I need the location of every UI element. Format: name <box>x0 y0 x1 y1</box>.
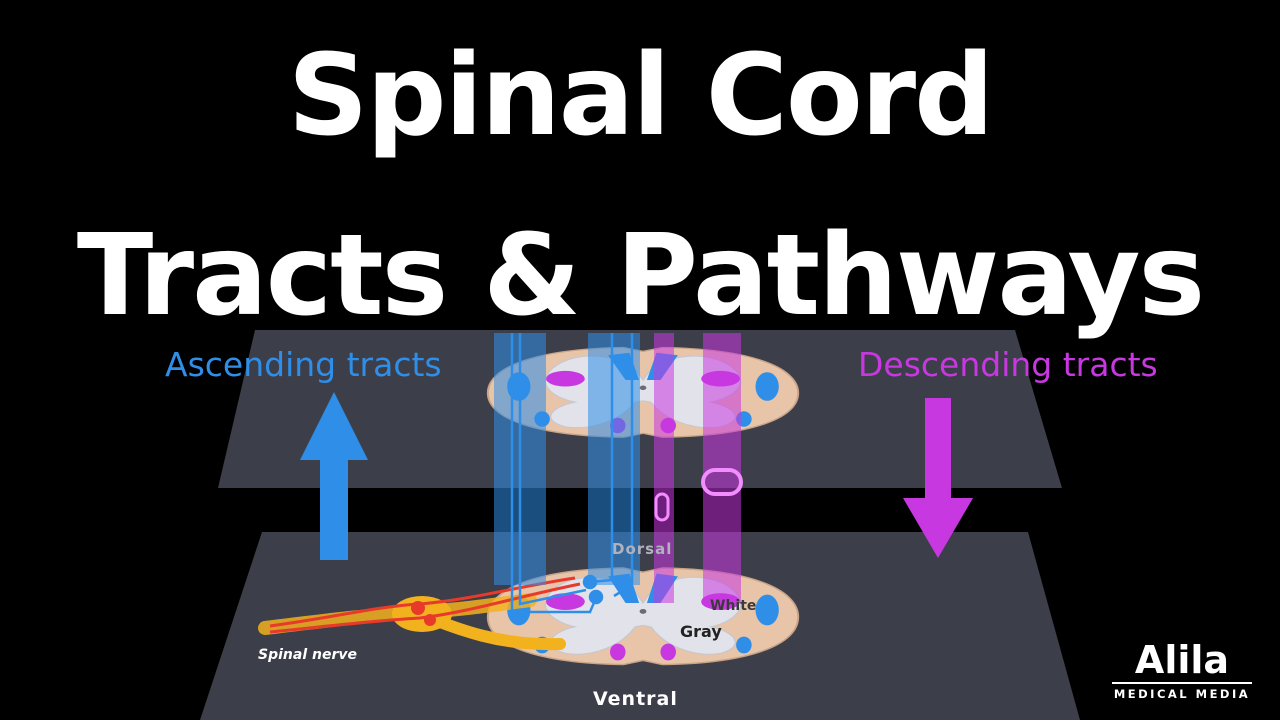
ventral-label: Ventral <box>593 688 678 710</box>
spinal-nerve-label: Spinal nerve <box>258 647 357 663</box>
arrow-down-icon <box>903 398 973 558</box>
ascending-fibers <box>510 333 634 614</box>
descending-tracts-label: Descending tracts <box>858 345 1158 384</box>
descending-tract-pill <box>654 492 670 522</box>
spinal-nerve <box>258 576 581 651</box>
ascending-tracts-label: Ascending tracts <box>165 345 442 384</box>
descending-tract-ring <box>701 468 743 496</box>
logo-name: Alila <box>1134 638 1230 682</box>
descending-beams <box>654 333 741 603</box>
gray-matter-label: Gray <box>680 622 722 641</box>
logo-subtitle: MEDICAL MEDIA <box>1113 687 1251 701</box>
title-line-2: Tracts & Pathways <box>76 211 1205 341</box>
arrow-up-icon <box>300 392 368 560</box>
dorsal-label: Dorsal <box>612 540 673 558</box>
title-line-1: Spinal Cord <box>287 31 994 161</box>
alila-logo: Alila MEDICAL MEDIA <box>1112 640 1252 701</box>
logo-divider <box>1112 682 1252 684</box>
white-matter-label: White <box>710 598 757 614</box>
